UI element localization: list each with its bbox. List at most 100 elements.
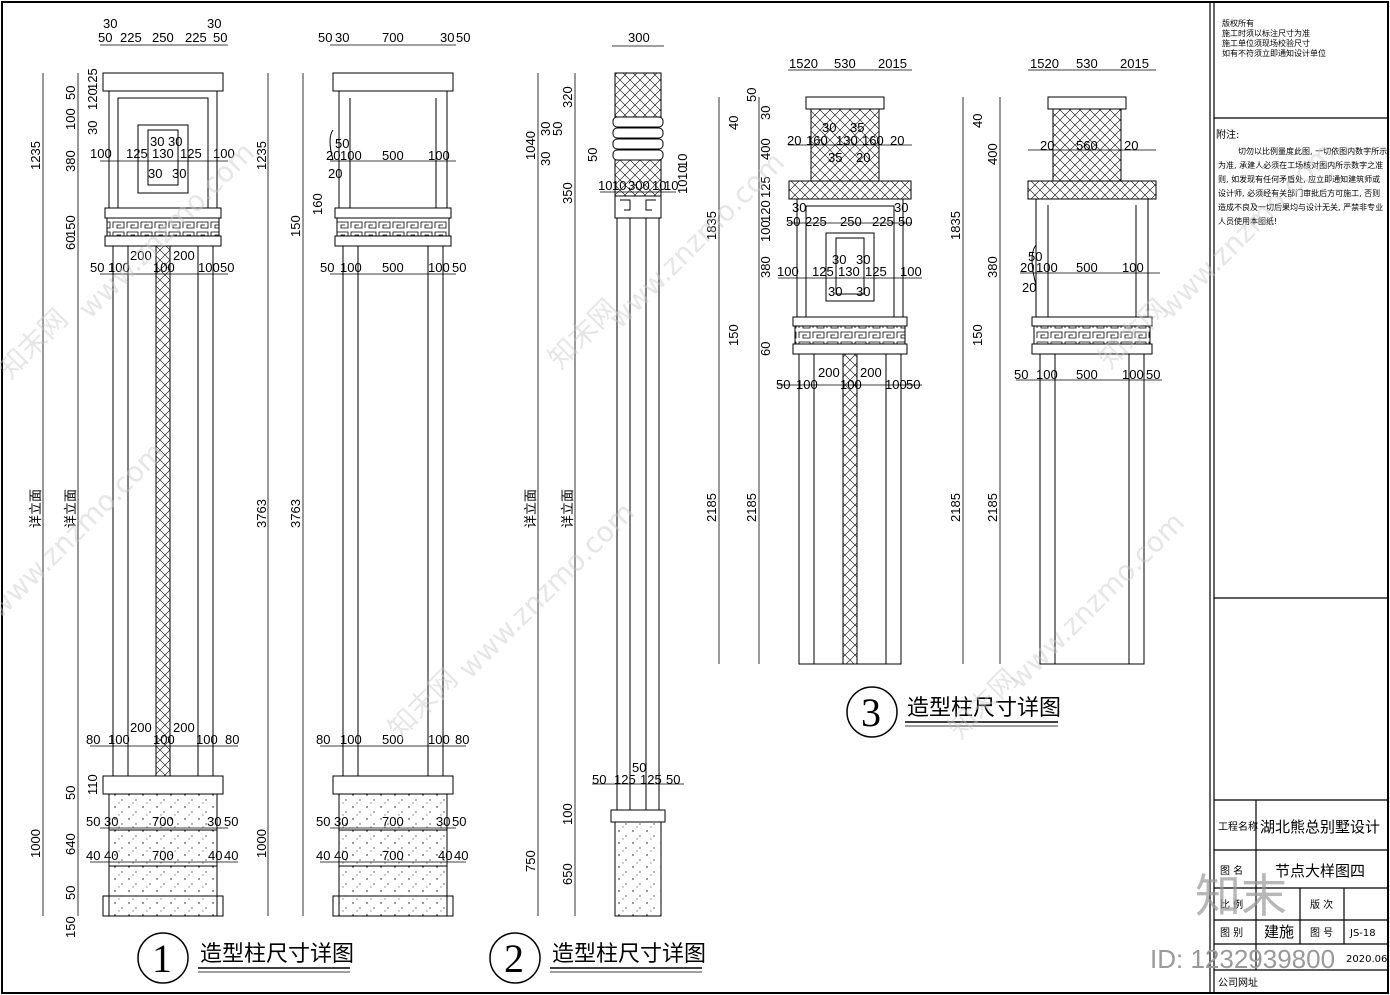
watermark-text: 知末网 [382, 662, 465, 745]
watermark-logo: 知末 [1195, 869, 1287, 923]
dim-text: 详立面 [63, 489, 78, 528]
dims-column-1-side: 50 30 700 30 50 50 20 100 500 100 20 50 … [254, 30, 470, 863]
dim-text: 1000 [28, 829, 43, 858]
notes-line: 设计师, 必须经有关部门审批后方可施工, 否则 [1218, 188, 1380, 198]
copyright-line: 版权所有 [1222, 18, 1254, 28]
dim-text: 50 [452, 814, 466, 829]
drawing-label: 图 名 [1220, 864, 1243, 877]
dim-text: 125 [126, 146, 148, 161]
dim-text: 125 [614, 772, 636, 787]
dim-text: 350 [560, 182, 575, 204]
dim-text: 50 [1146, 367, 1160, 382]
caption-title: 造型柱尺寸详图 [200, 942, 354, 967]
dim-text: 700 [382, 848, 404, 863]
dim-text: 10 [664, 178, 678, 193]
dim-text: 530 [834, 56, 856, 71]
dim-text: 60 [63, 236, 78, 250]
dim-text: 2185 [948, 493, 963, 522]
dim-text: 30 [894, 200, 908, 215]
dim-text: 530 [1076, 56, 1098, 71]
watermark-id: ID: 1232939800 [1150, 944, 1335, 974]
dim-text: 50 [585, 148, 600, 162]
dim-text: 640 [63, 833, 78, 855]
dim-text: 1835 [948, 211, 963, 240]
dim-text: 3763 [254, 499, 269, 528]
dim-text: 20 [856, 150, 870, 165]
dim-text: 30 [440, 30, 454, 45]
dim-text: 150 [63, 215, 78, 237]
dim-text: 30 [172, 166, 186, 181]
dim-text: 130 [836, 133, 858, 148]
dim-text: 2015 [1120, 56, 1149, 71]
caption-drawing-3: 3 造型柱尺寸详图 [846, 686, 1061, 738]
notes-line: 切勿以比例量度此图, 一切依图内数字所示 [1238, 146, 1387, 156]
dim-text: 125 [640, 772, 662, 787]
dimension-lines [42, 44, 1162, 916]
dim-text: 30 [335, 30, 349, 45]
dim-text: 50 [318, 30, 332, 45]
dim-text: 30 [822, 120, 836, 135]
caption-title: 造型柱尺寸详图 [907, 696, 1061, 721]
dim-text: 320 [560, 86, 575, 108]
dim-text: 110 [85, 774, 100, 795]
dim-text: 3763 [288, 499, 303, 528]
dim-text: 100 [428, 260, 450, 275]
column-1-front [102, 72, 224, 917]
caption-number: 2 [504, 936, 524, 981]
category-label: 图 别 [1220, 927, 1243, 939]
dim-text: 20 [787, 133, 801, 148]
dim-text: 380 [985, 256, 1000, 278]
copyright-line: 施工时须以标注尺寸为准 [1222, 28, 1310, 38]
dim-text: 10 [598, 178, 612, 193]
dim-text: 20 [1022, 280, 1036, 295]
dim-text: 40 [104, 848, 118, 863]
dim-text: 50 [776, 377, 790, 392]
dim-text: 120 [758, 200, 773, 222]
caption-drawing-1: 1 造型柱尺寸详图 [137, 932, 354, 984]
dim-text: 200 [860, 365, 882, 380]
dim-text: 125 [180, 146, 202, 161]
notes-title: 附注: [1216, 128, 1239, 141]
dim-text: 100 [885, 377, 907, 392]
dim-text: 20 [1124, 138, 1138, 153]
scale-label: 比 例 [1220, 898, 1243, 911]
dim-text: 50 [906, 377, 920, 392]
dim-text: 30 [103, 16, 117, 31]
dim-text: 50 [224, 814, 238, 829]
dim-text: 40 [224, 848, 238, 863]
caption-drawing-2: 2 造型柱尺寸详图 [489, 932, 706, 984]
dim-text: 400 [758, 138, 773, 160]
drawing-value: 节点大样图四 [1275, 862, 1365, 880]
dim-text: 150 [288, 215, 303, 237]
dim-text: 200 [173, 248, 195, 263]
dim-text: 30 [856, 252, 870, 267]
dim-text: 80 [316, 732, 330, 747]
dim-text: 40 [438, 848, 452, 863]
dim-text: 380 [63, 150, 78, 172]
dim-text: 225 [120, 30, 142, 45]
category-value: 建施 [1264, 923, 1294, 941]
column-2 [610, 72, 666, 917]
dim-text: 40 [86, 848, 100, 863]
dim-text: 50 [1014, 367, 1028, 382]
dim-text: 125 [85, 68, 100, 90]
notes-line: 则, 如发现有任何矛盾处, 应立即通知建筑师或 [1218, 174, 1380, 184]
dim-text: 30 [832, 252, 846, 267]
dim-text: 100 [428, 732, 450, 747]
dim-text: 750 [523, 850, 538, 872]
dim-text: 1835 [704, 211, 719, 240]
dim-text: 200 [818, 365, 840, 380]
dim-text: 50 [1028, 249, 1042, 264]
dim-text: 100 [758, 220, 773, 242]
dim-text: 30 [148, 166, 162, 181]
watermark-text: www.znzmo.com [0, 436, 171, 625]
watermark-text: 知末网 [0, 302, 74, 385]
dim-text: 50 [786, 214, 800, 229]
dim-text: 225 [805, 214, 827, 229]
dim-text: 详立面 [523, 489, 538, 528]
dim-text: 100 [153, 732, 175, 747]
dim-text: 50 [316, 814, 330, 829]
dim-text: 700 [382, 30, 404, 45]
project-value: 湖北熊总别墅设计 [1260, 818, 1380, 836]
